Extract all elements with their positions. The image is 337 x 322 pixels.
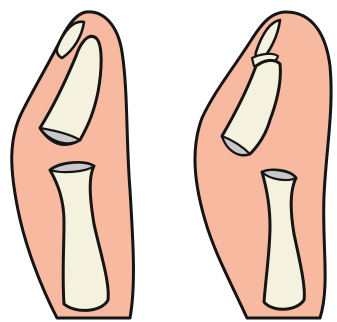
finger-right [195, 12, 331, 318]
finger-left [12, 12, 134, 318]
